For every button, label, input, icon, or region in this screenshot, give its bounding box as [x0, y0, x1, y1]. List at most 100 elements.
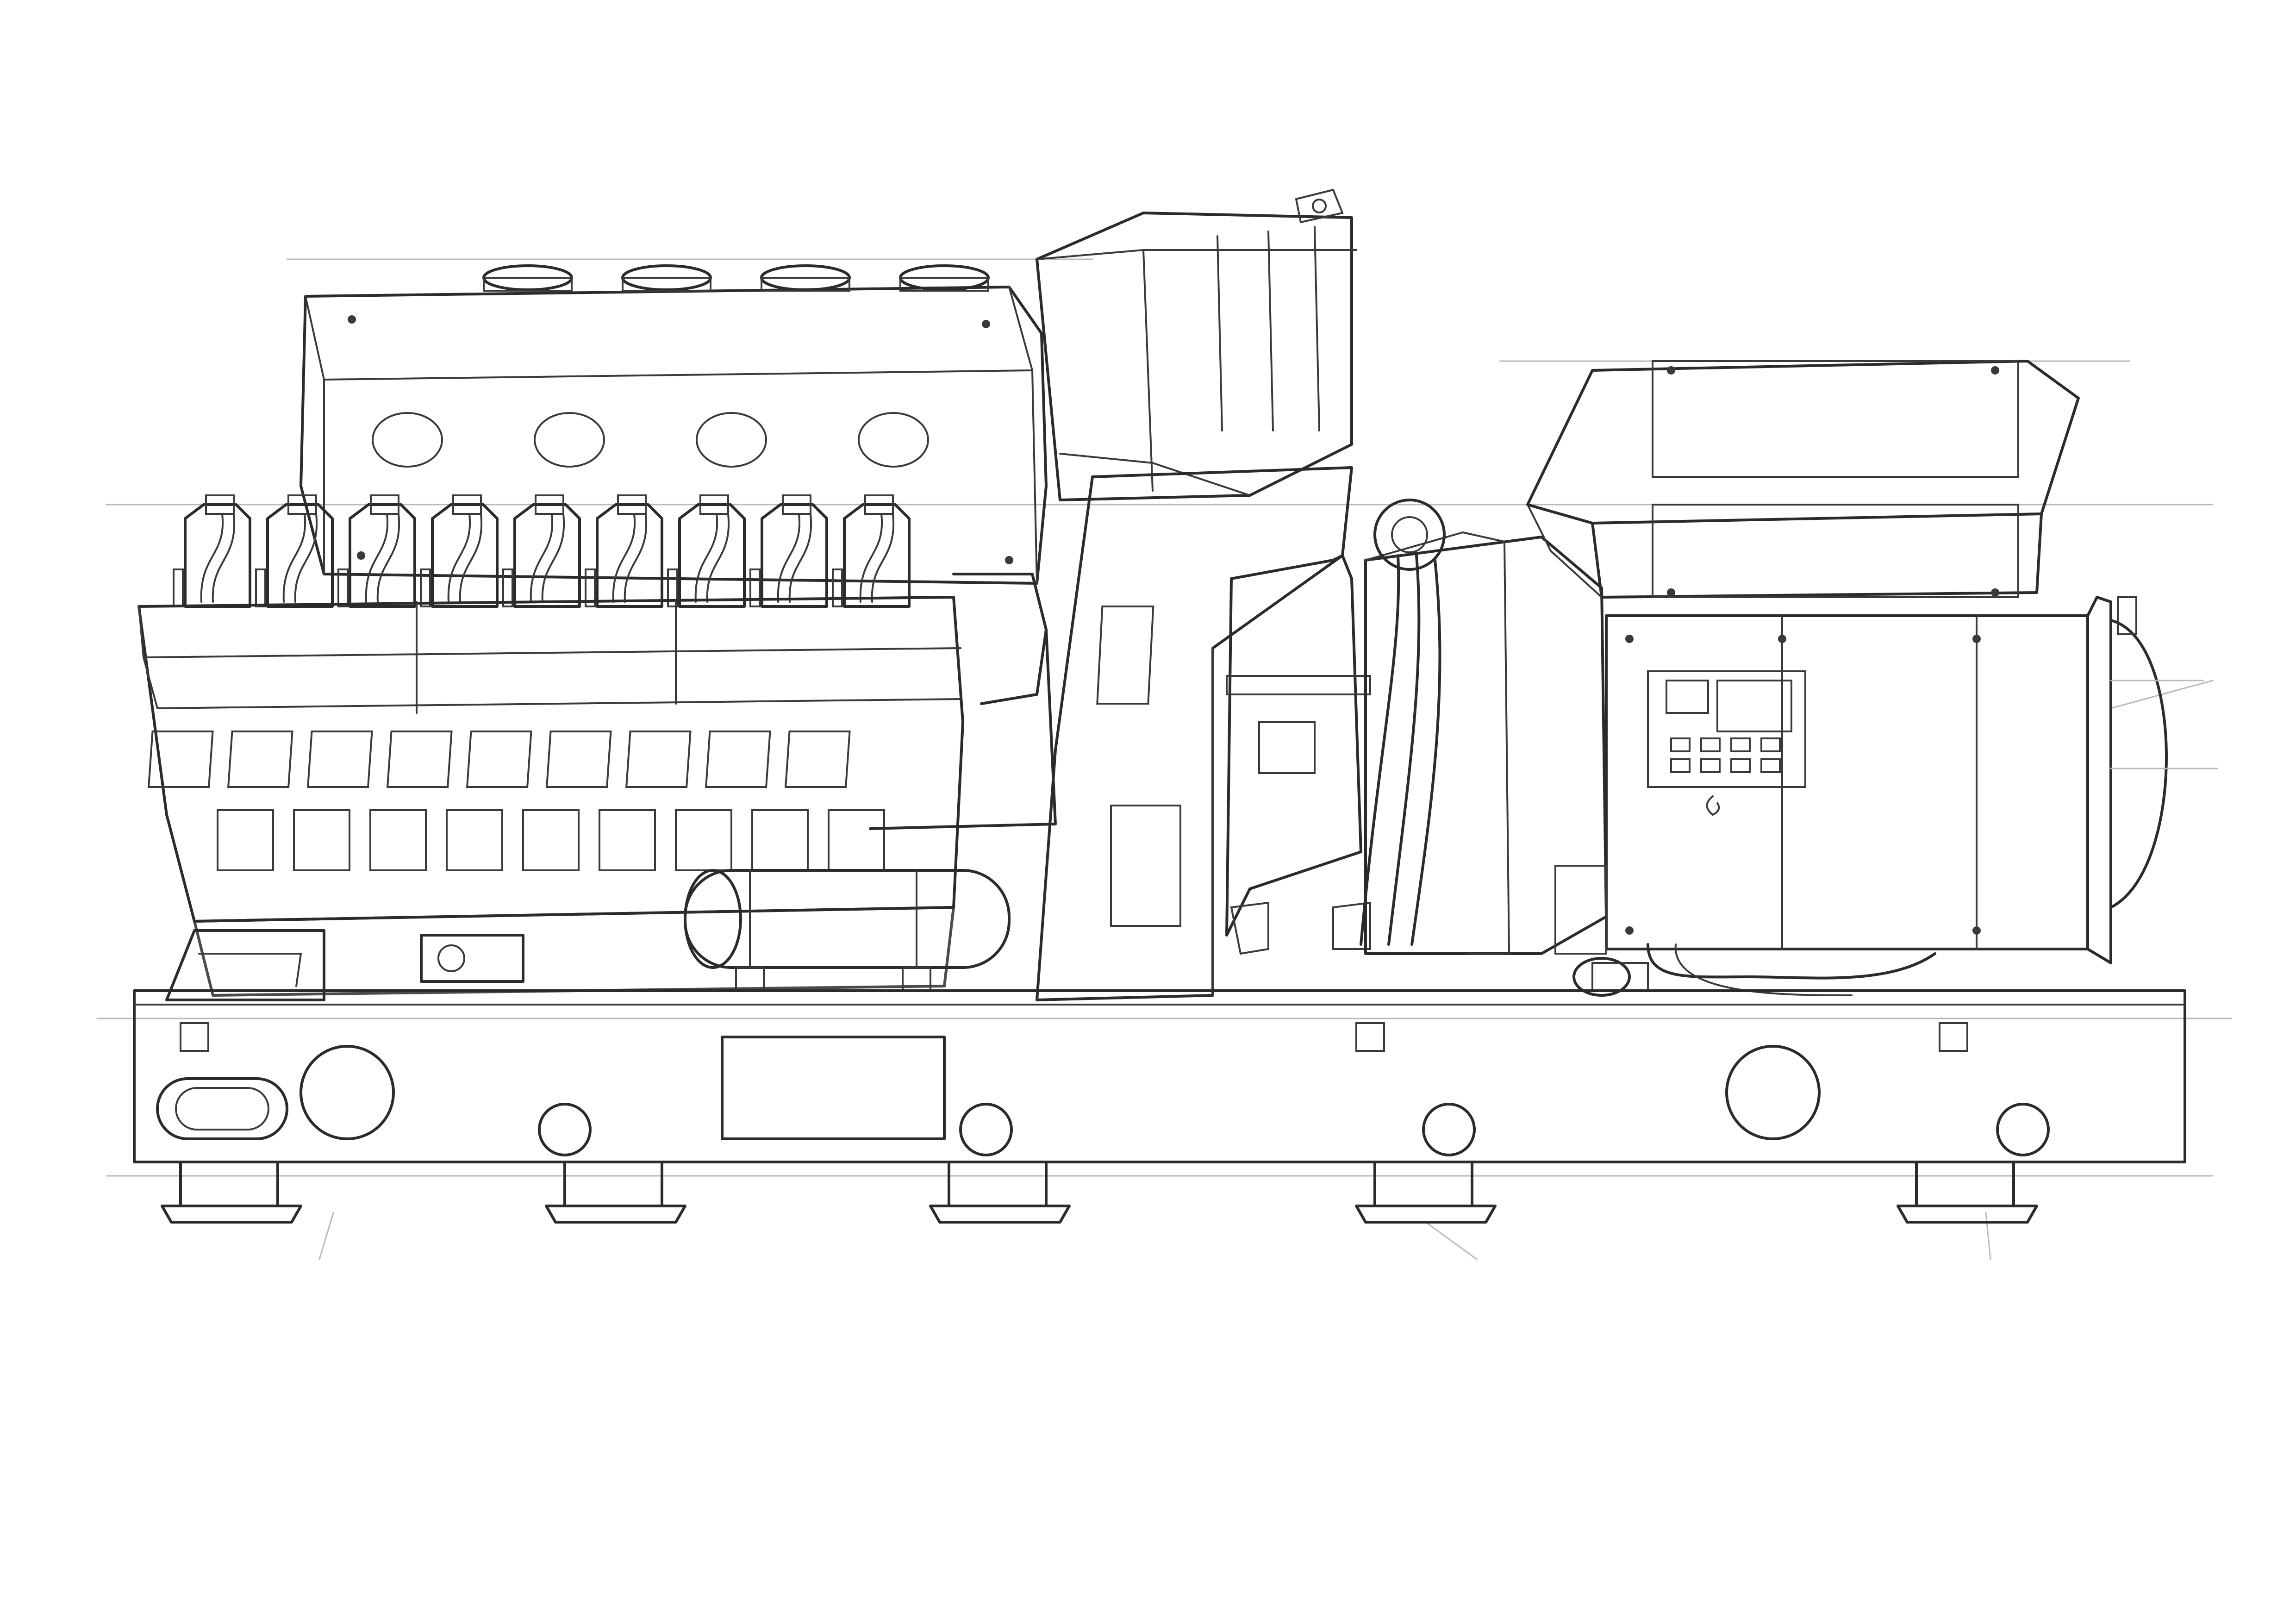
skid-hole — [959, 1103, 1013, 1156]
bolt-head — [1625, 635, 1634, 643]
alternator — [1360, 360, 2218, 997]
upper-inspection-covers — [147, 731, 851, 788]
inspection-cover-lower — [522, 809, 580, 871]
fuel-line — [200, 513, 224, 603]
sensor-bracket — [420, 934, 524, 983]
engine-frame-support — [1036, 188, 1371, 1001]
skid-mount-pad — [161, 1205, 302, 1224]
panel-button — [1730, 737, 1751, 752]
rocker-post — [502, 568, 513, 607]
fuel-line — [859, 513, 883, 603]
fuel-line — [788, 513, 812, 603]
cylinder-head — [761, 503, 828, 608]
alternator-air-hood — [1526, 360, 2080, 599]
skid-mount-block — [1373, 1161, 1473, 1207]
coolant-pipe — [869, 573, 1057, 830]
bolt-head — [1778, 635, 1786, 643]
engine-block — [137, 596, 964, 997]
injector-cap — [370, 494, 399, 515]
cylinder-head — [843, 503, 911, 608]
rocker-post — [255, 568, 266, 607]
skid-round-opening-right — [1725, 1045, 1821, 1140]
inspection-cover-upper — [784, 731, 851, 788]
injector-cap — [452, 494, 482, 515]
cylinder-head — [513, 503, 581, 608]
cylinder-head — [184, 503, 251, 608]
rocker-post — [749, 568, 761, 607]
cylinder-head — [431, 503, 499, 608]
alternator-fan-cover — [2109, 596, 2218, 909]
skid-mount-pad — [929, 1205, 1071, 1224]
skid-mount-pad — [1355, 1205, 1497, 1224]
cylinder-head — [596, 503, 663, 608]
fuel-line — [459, 513, 483, 603]
sketch-construction-lines — [96, 258, 2232, 1260]
bolt-head — [1972, 635, 1981, 643]
manifold-cap-rim — [622, 277, 711, 292]
skid-hole — [1422, 1103, 1476, 1156]
inspection-cover-upper — [625, 731, 692, 788]
inspection-cover-lower — [675, 809, 732, 871]
bolt-head — [1991, 588, 1999, 597]
skid-mount-pad — [1897, 1205, 2038, 1224]
panel-button — [1670, 737, 1691, 752]
skid-hole — [538, 1103, 592, 1156]
terminal-box — [1554, 596, 2112, 964]
cylinder-head — [349, 503, 416, 608]
bolt-heads — [348, 315, 1999, 935]
cylinder-head — [678, 503, 746, 608]
inspection-cover-lower — [446, 809, 503, 871]
inspection-cover-upper — [705, 731, 771, 788]
skid-mount-block — [948, 1161, 1048, 1207]
bolt-head — [1667, 588, 1675, 597]
injector-cap — [617, 494, 647, 515]
rocker-post — [337, 568, 349, 607]
injector-cap — [782, 494, 811, 515]
fuel-line — [212, 513, 236, 603]
fuel-line — [365, 513, 389, 603]
control-panel — [1647, 670, 1806, 816]
injector-cap — [699, 494, 729, 515]
bolt-head — [1991, 366, 1999, 375]
inspection-cover-upper — [466, 731, 532, 788]
manifold-port — [372, 412, 443, 468]
panel-button — [1700, 737, 1721, 752]
inspection-cover-lower — [828, 809, 885, 871]
rocker-post — [832, 568, 843, 607]
manifold-cap-rim — [483, 277, 573, 292]
fuel-line — [624, 513, 648, 603]
bolt-head — [348, 315, 356, 324]
fuel-line — [777, 513, 801, 603]
manifold-port — [858, 412, 929, 468]
inspection-cover-lower — [293, 809, 350, 871]
manifold-port — [696, 412, 767, 468]
skid-mount-pad — [545, 1205, 686, 1224]
panel-button — [1760, 758, 1781, 773]
fuel-line — [871, 513, 895, 603]
injector-cap — [287, 494, 317, 515]
manifold-cap-rim — [899, 277, 989, 292]
inspection-cover-lower — [217, 809, 274, 871]
bolt-head — [357, 551, 365, 560]
skid-bolt-holes — [538, 1103, 2050, 1156]
skid-mount-block — [1915, 1161, 2015, 1207]
bolt-head — [1625, 926, 1634, 935]
bolt-head — [1005, 556, 1013, 564]
skid-hole — [1996, 1103, 2050, 1156]
inspection-cover-lower — [369, 809, 427, 871]
manifold-caps — [482, 264, 990, 292]
fuel-line — [282, 513, 306, 603]
inspection-cover-upper — [227, 731, 293, 788]
injector-cap — [864, 494, 894, 515]
rocker-post — [173, 568, 184, 607]
bolt-head — [1972, 926, 1981, 935]
skid-round-opening-left — [299, 1045, 395, 1140]
diesel-engine — [137, 264, 1057, 1001]
intake-manifold — [299, 264, 1048, 585]
base-skid-frame — [133, 989, 2186, 1224]
fuel-line — [294, 513, 318, 603]
cylinder-head — [266, 503, 334, 608]
cylindrical-tank — [684, 869, 1011, 992]
injector-cap — [535, 494, 564, 515]
